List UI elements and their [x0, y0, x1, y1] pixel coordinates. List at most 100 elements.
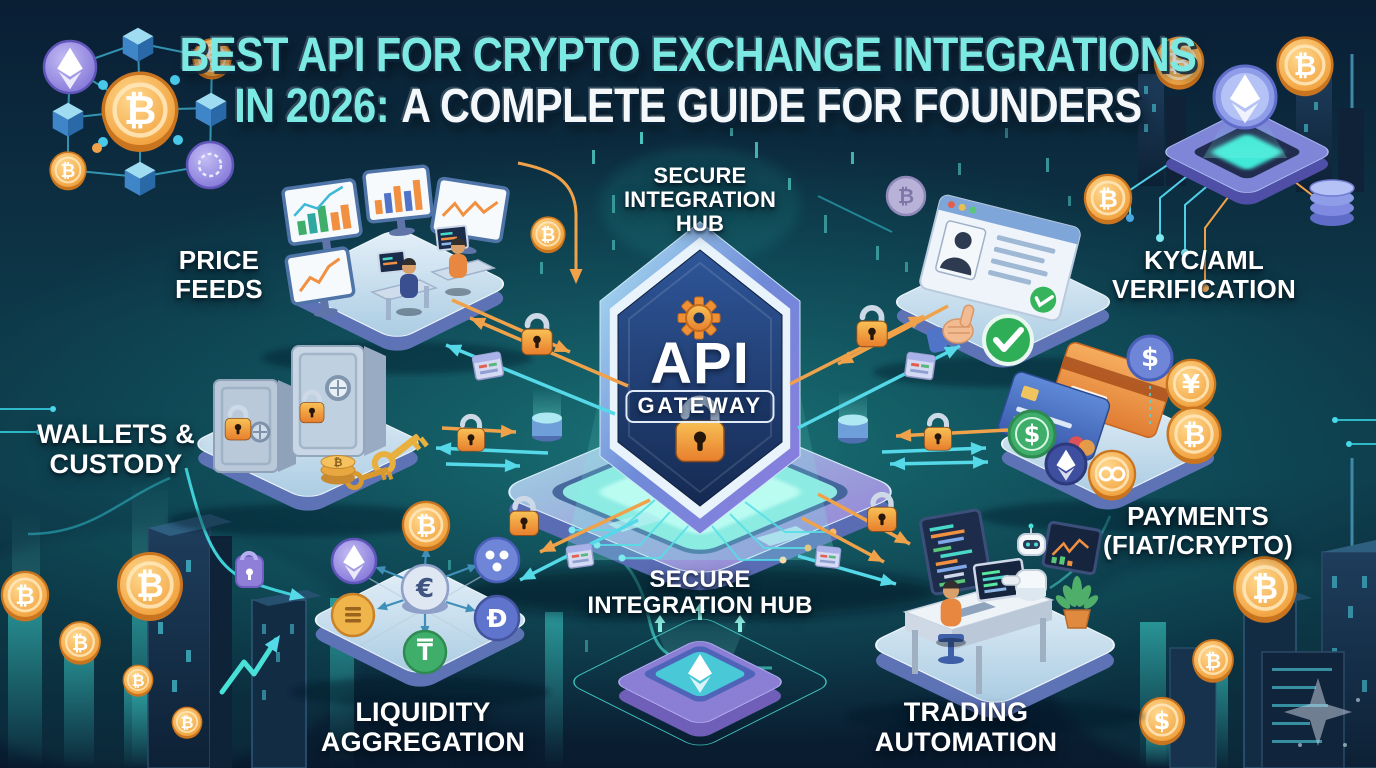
dollar-coin-icon: $ — [1138, 696, 1186, 747]
bitcoin-coin-icon: ₿ — [103, 73, 177, 152]
svg-text:₿: ₿ — [136, 566, 164, 606]
bitcoin-coin-icon: ₿ — [0, 570, 50, 623]
bitcoin-coin-icon: ₿ — [58, 620, 102, 666]
bitcoin-coin-icon: ₿ — [530, 216, 566, 255]
keyboard-icon — [950, 602, 996, 617]
token-coin-icon — [185, 140, 235, 190]
svg-text:₿: ₿ — [1294, 49, 1317, 82]
bitcoin-coin-icon: ₿ — [171, 706, 203, 740]
bitcoin-coin-icon: ₿ — [191, 37, 233, 81]
secure-links — [435, 298, 1009, 591]
id-card — [919, 194, 1081, 322]
svg-text:₿: ₿ — [61, 161, 76, 182]
euro-coin-icon: € — [400, 563, 450, 614]
desk-monitor-icon — [972, 557, 1028, 603]
ripple-coin-icon — [473, 536, 521, 584]
svg-text:₿: ₿ — [131, 671, 144, 690]
svg-text:₿: ₿ — [124, 88, 157, 134]
bitcoin-coin-icon: ₿ — [1153, 36, 1205, 92]
svg-text:₿: ₿ — [898, 184, 914, 208]
title-line2: IN 2026:A COMPLETE GUIDE FOR FOUNDERS — [96, 81, 1279, 132]
gold-coin-icon — [330, 592, 376, 638]
liquidity-scene: ₿ € Ð T — [290, 500, 550, 707]
svg-text:₿: ₿ — [541, 225, 556, 246]
wallets-scene: ₿ — [168, 345, 448, 536]
key-icon — [371, 434, 429, 476]
document-icon — [565, 542, 595, 570]
svg-text:$: $ — [1024, 420, 1041, 448]
chart-monitor-icon — [1041, 520, 1103, 576]
checkmark-icon — [982, 314, 1034, 366]
coin-stack-icon: ₿ — [320, 455, 356, 485]
crypto-network-art: ₿ ₿ ₿ — [42, 27, 235, 196]
bitcoin-coin-icon: ₿ — [122, 664, 154, 698]
svg-text:₿: ₿ — [15, 582, 35, 610]
bitcoin-coin-icon: ₿ — [1191, 638, 1235, 684]
holo-cylinder — [838, 390, 868, 444]
svg-text:₿: ₿ — [1183, 418, 1206, 451]
holo-cylinder — [532, 388, 562, 442]
title-year-accent: IN 2026: — [234, 80, 390, 134]
document-icon — [903, 351, 937, 381]
bitcoin-coin-icon: ₿ — [1232, 555, 1298, 625]
title-line2-rest: A COMPLETE GUIDE FOR FOUNDERS — [401, 80, 1142, 134]
svg-text:₿: ₿ — [416, 511, 436, 540]
label-wallets-custody: WALLETS &CUSTODY — [37, 419, 195, 479]
yen-coin-icon: ¥ — [1165, 358, 1217, 414]
city-right-art: ₿ ₿ $ — [1138, 458, 1376, 768]
chain-coin-icon — [1087, 449, 1137, 502]
tether-coin-icon: T — [402, 629, 448, 675]
dash-coin-icon: Ð — [473, 594, 521, 642]
svg-text:$: $ — [1154, 707, 1171, 735]
bitcoin-coin-icon: ₿ — [1276, 36, 1334, 98]
title-line1: BEST API FOR CRYPTO EXCHANGE INTEGRATION… — [179, 29, 1197, 82]
ethereum-coin-icon — [1212, 64, 1278, 130]
document-icon — [814, 544, 842, 570]
purple-lock-icon — [235, 551, 264, 588]
api-gateway-center — [460, 221, 940, 618]
bitcoin-coin-icon: ₿ — [401, 500, 451, 553]
svg-text:₿: ₿ — [1252, 569, 1278, 607]
bitcoin-coin-icon: ₿ — [885, 175, 927, 217]
robot-icon — [1001, 523, 1047, 601]
payments-scene: $ $ ¥ ₿ — [978, 334, 1238, 531]
svg-text:Ð: Ð — [487, 604, 508, 633]
bitcoin-coin-icon: ₿ — [49, 151, 87, 192]
ethereum-coin-icon — [42, 39, 98, 95]
label-payments-fiat-crypto: PAYMENTS(FIAT/CRYPTO) — [1103, 501, 1293, 560]
ethereum-coin-icon — [1044, 442, 1088, 486]
coin-stack-icon — [1309, 179, 1355, 226]
dollar-coin-icon: $ — [1126, 334, 1174, 382]
bitcoin-coin-icon: ₿ — [1166, 406, 1222, 466]
bitcoin-coin-icon: ₿ — [1083, 173, 1133, 226]
price-feeds-scene: ₿ — [262, 164, 566, 374]
secure-hub-bottom-art — [573, 603, 827, 746]
svg-text:₿: ₿ — [204, 46, 220, 70]
eth-chip-art: ₿ ₿ — [1126, 36, 1364, 292]
svg-text:T: T — [417, 640, 433, 666]
chart-monitor-icon — [284, 246, 356, 317]
trend-arrow-icon — [219, 631, 286, 695]
page-title: BEST API FOR CRYPTO EXCHANGE INTEGRATION… — [96, 30, 1279, 133]
svg-text:€: € — [415, 574, 434, 604]
trading-scene — [845, 508, 1145, 732]
gear-icon — [677, 296, 721, 340]
chart-monitor-icon — [362, 164, 434, 236]
api-gateway-shield — [617, 249, 783, 507]
thumbs-up-icon — [926, 304, 975, 353]
svg-text:₿: ₿ — [334, 456, 343, 469]
bitcoin-coin-icon: ₿ — [116, 551, 184, 623]
safe-icon — [291, 345, 386, 457]
svg-text:₿: ₿ — [72, 631, 88, 655]
svg-text:$: $ — [1141, 343, 1159, 373]
safe-icon — [213, 379, 296, 473]
svg-text:¥: ¥ — [1182, 370, 1200, 400]
svg-text:₿: ₿ — [1205, 649, 1221, 673]
